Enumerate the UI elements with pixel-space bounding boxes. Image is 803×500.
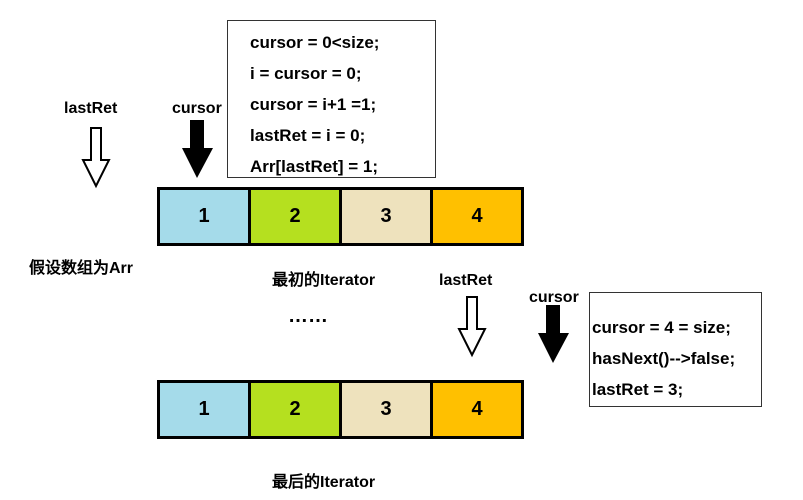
solid-down-arrow-icon (182, 120, 213, 178)
top-array-cell-1: 1 (160, 190, 251, 243)
initial-iterator-label: 最初的Iterator (272, 272, 376, 289)
cell-value: 1 (198, 398, 210, 420)
lastret-label-bottom: lastRet (439, 272, 493, 289)
cursor-label-top: cursor (172, 100, 222, 117)
cell-value: 3 (380, 398, 392, 420)
bottom-state-line-2: hasNext()-->false; (592, 349, 736, 368)
top-state-box: cursor = 0<size; i = cursor = 0; cursor … (227, 20, 436, 178)
top-state-line-5: Arr[lastRet] = 1; (250, 157, 379, 176)
hollow-down-arrow-icon (457, 296, 487, 358)
bottom-array-cell-1: 1 (160, 383, 251, 436)
top-array: 1 2 3 4 (157, 187, 524, 246)
cell-value: 2 (289, 205, 301, 227)
lastret-label-top: lastRet (64, 100, 118, 117)
assume-arr-label: 假设数组为Arr (29, 260, 134, 277)
bottom-array-cell-4: 4 (433, 383, 521, 436)
cell-value: 1 (198, 205, 210, 227)
cell-value: 4 (471, 398, 483, 420)
bottom-array: 1 2 3 4 (157, 380, 524, 439)
top-state-line-3: cursor = i+1 =1; (250, 95, 377, 114)
cursor-label-bottom: cursor (529, 289, 579, 306)
cell-value: 2 (289, 398, 301, 420)
bottom-array-cell-3: 3 (342, 383, 433, 436)
hollow-down-arrow-icon (81, 127, 111, 189)
top-array-cell-4: 4 (433, 190, 521, 243)
top-state-line-2: i = cursor = 0; (250, 64, 362, 83)
top-array-cell-3: 3 (342, 190, 433, 243)
top-state-line-4: lastRet = i = 0; (250, 126, 366, 145)
solid-down-arrow-icon (538, 305, 569, 363)
bottom-state-line-1: cursor = 4 = size; (592, 318, 731, 337)
top-state-line-1: cursor = 0<size; (250, 33, 380, 52)
bottom-array-cell-2: 2 (251, 383, 342, 436)
top-array-cell-2: 2 (251, 190, 342, 243)
cell-value: 3 (380, 205, 392, 227)
ellipsis-label: …… (288, 305, 328, 327)
bottom-state-box: cursor = 4 = size; hasNext()-->false; la… (589, 292, 762, 407)
bottom-state-line-3: lastRet = 3; (592, 380, 684, 399)
cell-value: 4 (471, 205, 483, 227)
final-iterator-label: 最后的Iterator (272, 474, 376, 491)
